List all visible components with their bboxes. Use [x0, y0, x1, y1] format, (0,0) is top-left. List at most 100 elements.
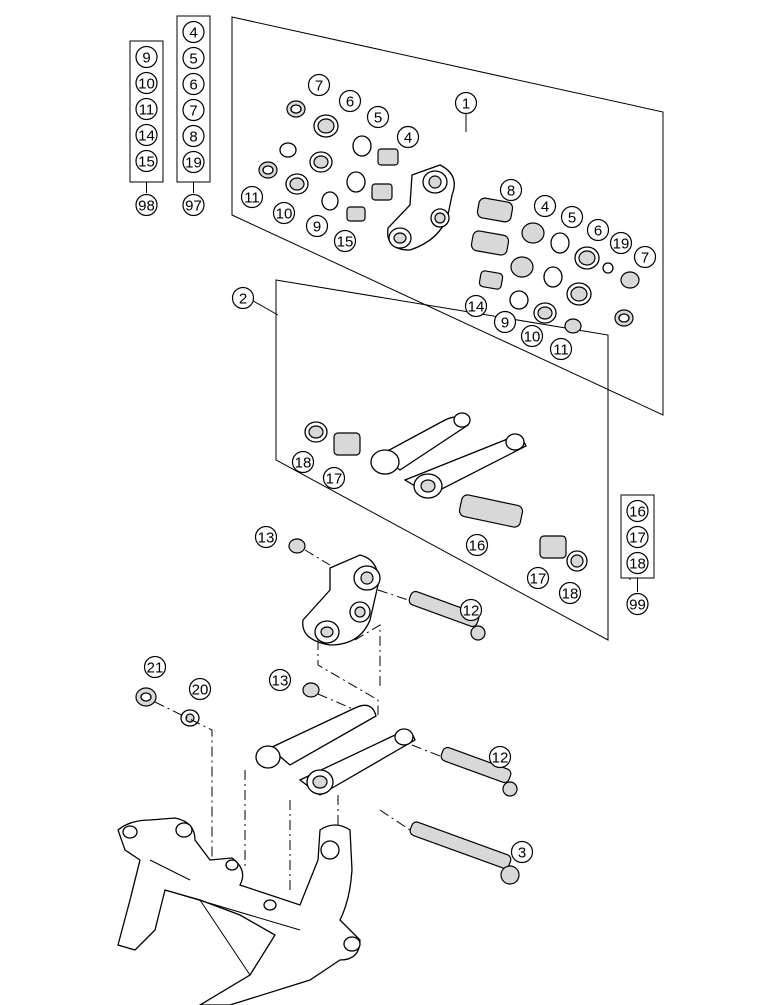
- callout-c2: 2: [231, 286, 255, 310]
- callout-label: 12: [463, 603, 480, 620]
- callout-label: 17: [530, 571, 547, 588]
- callout-label: 8: [189, 129, 197, 146]
- callout-label: 5: [189, 51, 197, 68]
- callout-label: 18: [295, 455, 312, 472]
- callout-label: 15: [337, 234, 354, 251]
- callout-kit-99-ref: 99: [626, 592, 649, 616]
- callout-label: 17: [629, 530, 646, 547]
- callout-c9b: 9: [493, 310, 517, 334]
- callout-label: 14: [468, 299, 485, 316]
- callout-c6b: 6: [586, 218, 610, 242]
- callout-kit-97-item-0: 4: [182, 20, 205, 44]
- callout-label: 11: [553, 342, 569, 359]
- panel2-parts: [304, 412, 588, 572]
- callout-label: 9: [142, 50, 150, 67]
- callout-label: 19: [613, 236, 630, 253]
- callout-kit-97-item-5: 19: [182, 150, 205, 174]
- panel-kit-1: [231, 16, 664, 416]
- callout-label: 10: [138, 76, 155, 93]
- callout-kit-99-item-2: 18: [626, 551, 649, 575]
- callout-label: 21: [147, 660, 164, 677]
- callout-c10b: 10: [520, 324, 544, 348]
- callout-c7b: 7: [633, 245, 657, 269]
- callout-c15: 15: [333, 229, 357, 253]
- callout-c5b: 5: [560, 205, 584, 229]
- callout-label: 18: [562, 586, 579, 603]
- callout-label: 11: [244, 190, 260, 207]
- callout-label: 13: [258, 530, 275, 547]
- callout-label: 8: [507, 183, 515, 200]
- callout-label: 4: [541, 199, 549, 216]
- callout-label: 15: [138, 154, 155, 171]
- callout-label: 97: [185, 198, 202, 215]
- callout-label: 14: [138, 128, 155, 145]
- callout-c3: 3: [510, 840, 534, 864]
- callout-c19: 19: [609, 231, 633, 255]
- callout-label: 18: [629, 556, 646, 573]
- callout-c9a: 9: [305, 214, 329, 238]
- callout-kit-98-item-4: 15: [135, 149, 158, 173]
- callout-c14: 14: [464, 294, 488, 318]
- callout-label: 13: [272, 673, 289, 690]
- callout-kit-97-item-1: 5: [182, 46, 205, 70]
- callout-label: 1: [462, 96, 470, 113]
- callout-c10a: 10: [272, 201, 296, 225]
- callout-c5a: 5: [366, 105, 390, 129]
- callout-label: 4: [189, 25, 197, 42]
- callout-c20: 20: [188, 677, 212, 701]
- callout-label: 9: [313, 219, 321, 236]
- callout-label: 98: [138, 198, 155, 215]
- callout-label: 6: [594, 223, 602, 240]
- callout-label: 17: [326, 471, 343, 488]
- callout-label: 7: [641, 250, 649, 267]
- callout-kit-98-ref: 98: [135, 193, 158, 217]
- callout-label: 10: [524, 329, 541, 346]
- panel-kit-2: [275, 279, 609, 641]
- callout-label: 6: [346, 94, 354, 111]
- callout-label: 20: [192, 682, 209, 699]
- callout-c6a: 6: [338, 89, 362, 113]
- callout-c4b: 4: [533, 194, 557, 218]
- callout-label: 99: [629, 597, 646, 614]
- callout-label: 10: [276, 206, 293, 223]
- callout-kit-98-item-3: 14: [135, 123, 158, 147]
- callout-c11a: 11: [240, 185, 264, 209]
- callout-layer: 1234455667789910101111121213131415161717…: [135, 20, 657, 864]
- callout-c4a: 4: [396, 125, 420, 149]
- panel1-parts: [258, 100, 640, 334]
- callout-c17b: 17: [526, 566, 550, 590]
- callout-kit-97-item-3: 7: [182, 98, 205, 122]
- callout-label: 5: [374, 110, 382, 127]
- callout-c18a: 18: [291, 450, 315, 474]
- callout-label: 16: [469, 538, 486, 555]
- callout-c18b: 18: [558, 581, 582, 605]
- callout-label: 12: [492, 750, 509, 767]
- assembly-parts: [117, 538, 520, 1005]
- callout-c1: 1: [454, 91, 478, 115]
- callout-label: 11: [139, 102, 155, 119]
- callout-label: 19: [185, 155, 202, 172]
- callout-c11b: 11: [549, 337, 573, 361]
- callout-label: 3: [518, 845, 526, 862]
- callout-c16: 16: [465, 533, 489, 557]
- callout-label: 7: [189, 103, 197, 120]
- callout-label: 16: [629, 504, 646, 521]
- callout-kit-98-item-2: 11: [135, 97, 158, 121]
- callout-kit-97-item-4: 8: [182, 124, 205, 148]
- callout-label: 6: [189, 77, 197, 94]
- callout-label: 5: [568, 210, 576, 227]
- callout-c17a: 17: [322, 466, 346, 490]
- callout-c12a: 12: [459, 598, 483, 622]
- callout-kit-99-item-1: 17: [626, 525, 649, 549]
- callout-c13a: 13: [254, 525, 278, 549]
- callout-c21: 21: [143, 655, 167, 679]
- callout-kit-98-item-1: 10: [135, 71, 158, 95]
- callout-kit-97-ref: 97: [182, 193, 205, 217]
- callout-label: 7: [315, 78, 323, 95]
- callout-kit-97-item-2: 6: [182, 72, 205, 96]
- callout-c7a: 7: [307, 73, 331, 97]
- callout-label: 4: [404, 130, 412, 147]
- callout-c8: 8: [499, 178, 523, 202]
